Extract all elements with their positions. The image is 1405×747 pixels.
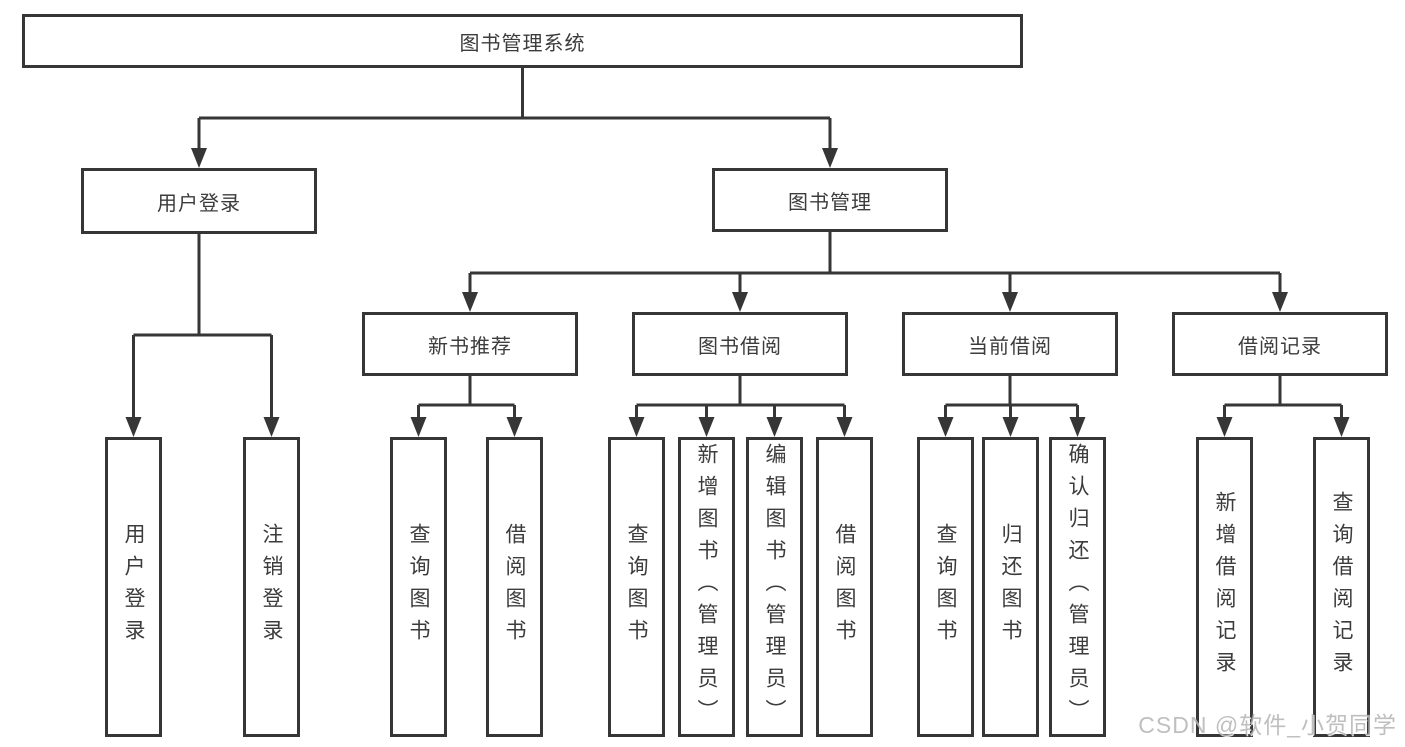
connector-borrow-records-children [1216,376,1350,437]
leaf-add-books-admin-label: 新增图书（管理员） [695,443,718,731]
node-root-label: 图书管理系统 [459,32,586,55]
node-new-book-recommend-label: 新书推荐 [428,335,512,358]
node-root: 图书管理系统 [22,14,1023,68]
leaf-logout-label: 注销登录 [260,523,283,651]
leaf-add-borrow-record-label: 新增借阅记录 [1213,491,1236,683]
leaf-query-books-borrow-label: 查询图书 [625,523,648,651]
node-user-login: 用户登录 [81,168,317,234]
leaf-add-borrow-record: 新增借阅记录 [1196,437,1253,737]
node-book-borrow-label: 图书借阅 [698,335,782,358]
leaf-confirm-return-admin: 确认归还（管理员） [1049,437,1106,737]
connector-root-to-level2 [191,68,838,168]
node-book-borrow: 图书借阅 [632,312,848,376]
leaf-return-books: 归还图书 [982,437,1039,737]
leaf-borrow-books: 借阅图书 [816,437,873,737]
leaf-return-books-label: 归还图书 [999,523,1022,651]
connector-user-login-children [125,234,280,437]
leaf-query-borrow-record: 查询借阅记录 [1313,437,1370,737]
node-new-book-recommend: 新书推荐 [362,312,578,376]
leaf-query-books-current: 查询图书 [917,437,974,737]
node-borrow-records-label: 借阅记录 [1238,335,1322,358]
node-borrow-records: 借阅记录 [1172,312,1388,376]
connector-book-management-children [462,232,1288,312]
leaf-add-books-admin: 新增图书（管理员） [678,437,735,737]
connector-current-borrow-children [937,376,1086,437]
leaf-query-books-borrow: 查询图书 [608,437,665,737]
leaf-query-books-recommend-label: 查询图书 [407,523,430,651]
connector-new-book-recommend-children [410,376,523,437]
leaf-borrow-books-recommend: 借阅图书 [486,437,543,737]
node-user-login-label: 用户登录 [157,192,241,215]
leaf-query-borrow-record-label: 查询借阅记录 [1330,491,1353,683]
node-book-management: 图书管理 [712,168,948,232]
leaf-borrow-books-recommend-label: 借阅图书 [503,523,526,651]
node-current-borrow-label: 当前借阅 [968,335,1052,358]
leaf-user-login-label: 用户登录 [122,523,145,651]
leaf-query-books-recommend: 查询图书 [390,437,447,737]
leaf-edit-books-admin-label: 编辑图书（管理员） [763,443,786,731]
node-book-management-label: 图书管理 [788,191,872,214]
leaf-edit-books-admin: 编辑图书（管理员） [746,437,803,737]
node-current-borrow: 当前借阅 [902,312,1118,376]
connector-book-borrow-children [628,376,853,437]
leaf-confirm-return-admin-label: 确认归还（管理员） [1066,443,1089,731]
leaf-query-books-current-label: 查询图书 [934,523,957,651]
leaf-logout: 注销登录 [243,437,300,737]
leaf-borrow-books-label: 借阅图书 [833,523,856,651]
leaf-user-login: 用户登录 [105,437,162,737]
